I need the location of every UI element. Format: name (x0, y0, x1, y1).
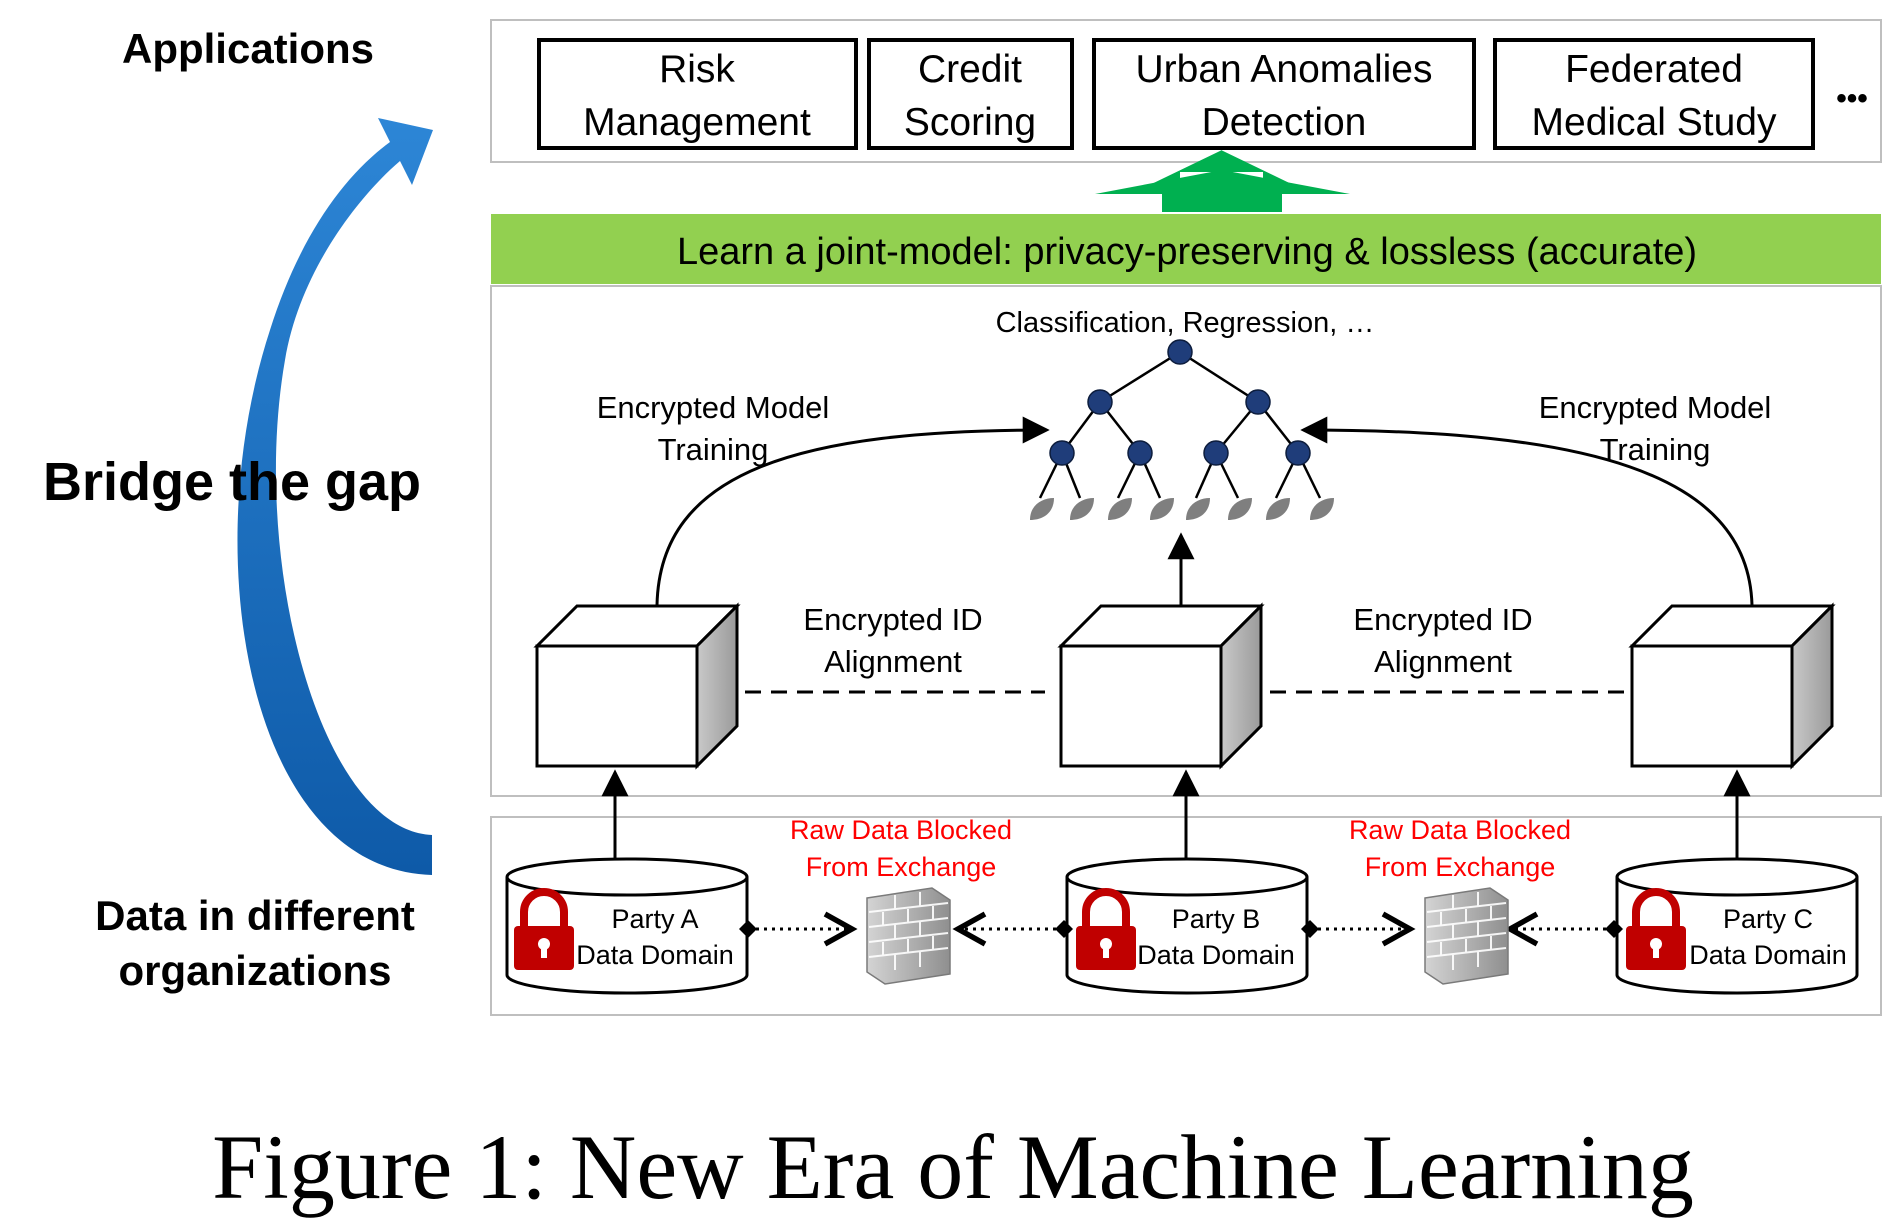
party-c-model-box (1628, 602, 1836, 770)
svg-text:Medical Study: Medical Study (1532, 101, 1777, 144)
blocked-label-left: Raw Data Blocked From Exchange (790, 815, 1012, 882)
leaf-icon (1070, 498, 1094, 520)
party-c-label: Party C Data Domain (1689, 904, 1847, 970)
leaf-icon (1228, 498, 1252, 520)
training-arrow-right (1300, 416, 1754, 606)
svg-text:Encrypted ID: Encrypted ID (1353, 602, 1532, 637)
svg-text:Alignment: Alignment (824, 644, 962, 679)
svg-text:Raw Data Blocked: Raw Data Blocked (1349, 815, 1571, 845)
tree-node (1087, 389, 1113, 415)
tree-node (1245, 389, 1271, 415)
tree-node (1127, 440, 1153, 466)
svg-text:Scoring: Scoring (904, 101, 1036, 144)
alignment-label-left: Encrypted ID Alignment (803, 602, 982, 679)
svg-text:From Exchange: From Exchange (1365, 852, 1556, 882)
training-arrow-left (655, 416, 1050, 606)
party-b-label: Party B Data Domain (1137, 904, 1295, 970)
party-b-model-box (1057, 602, 1265, 770)
svg-text:Data Domain: Data Domain (1689, 940, 1847, 970)
joint-model-banner-text: Learn a joint-model: privacy-preserving … (677, 231, 1697, 273)
lock-icon (1626, 888, 1686, 970)
svg-text:Urban Anomalies: Urban Anomalies (1136, 48, 1433, 91)
svg-text:Data Domain: Data Domain (576, 940, 734, 970)
party-a-label: Party A Data Domain (576, 904, 734, 970)
tree-node-root (1167, 339, 1193, 365)
applications-label: Applications (122, 25, 374, 72)
svg-text:Risk: Risk (659, 48, 735, 91)
tree-node (1285, 440, 1311, 466)
figure-caption: Figure 1: New Era of Machine Learning (212, 1116, 1694, 1218)
svg-text:Federated: Federated (1565, 48, 1743, 91)
svg-text:Party A: Party A (611, 904, 698, 934)
tree-node (1203, 440, 1229, 466)
tree-node (1049, 440, 1075, 466)
firewall-icon (1424, 887, 1509, 985)
svg-text:Data Domain: Data Domain (1137, 940, 1295, 970)
leaf-icon (1186, 498, 1210, 520)
svg-text:Training: Training (1600, 432, 1711, 467)
joint-model-banner (491, 214, 1881, 284)
svg-text:Encrypted Model: Encrypted Model (597, 390, 830, 425)
svg-text:Training: Training (658, 432, 769, 467)
svg-text:Credit: Credit (918, 48, 1022, 91)
data-organizations-label-line1: Data in different (95, 892, 415, 939)
svg-text:Party C: Party C (1723, 904, 1813, 934)
svg-text:Alignment: Alignment (1374, 644, 1512, 679)
leaf-icon (1150, 498, 1174, 520)
lock-icon (514, 888, 574, 970)
application-box-credit: Credit Scoring (867, 38, 1074, 150)
application-box-risk: Risk Management (537, 38, 858, 150)
leaf-icon (1108, 498, 1132, 520)
data-organizations-label-line2: organizations (118, 947, 391, 994)
leaf-icon (1030, 498, 1054, 520)
alignment-label-right: Encrypted ID Alignment (1353, 602, 1532, 679)
svg-text:Raw Data Blocked: Raw Data Blocked (790, 815, 1012, 845)
bridge-gap-label: Bridge the gap (43, 452, 421, 512)
firewall-icon (866, 887, 951, 985)
application-box-medical: Federated Medical Study (1493, 38, 1815, 150)
leaf-icon (1266, 498, 1290, 520)
svg-text:Detection: Detection (1202, 101, 1367, 144)
party-a-model-box (533, 602, 741, 770)
svg-text:Encrypted Model: Encrypted Model (1539, 390, 1772, 425)
svg-text:From Exchange: From Exchange (806, 852, 997, 882)
svg-text:Management: Management (583, 101, 811, 144)
svg-text:Encrypted ID: Encrypted ID (803, 602, 982, 637)
training-label-left: Encrypted Model Training (597, 390, 830, 467)
bridge-curved-arrow (237, 118, 433, 875)
more-applications-indicator: ••• (1836, 82, 1868, 115)
lock-icon (1076, 888, 1136, 970)
model-caption: Classification, Regression, … (996, 307, 1375, 339)
application-box-urban: Urban Anomalies Detection (1092, 38, 1476, 150)
training-label-right: Encrypted Model Training (1539, 390, 1772, 467)
blocked-label-right: Raw Data Blocked From Exchange (1349, 815, 1571, 882)
leaf-icon (1310, 498, 1334, 520)
svg-text:Party B: Party B (1172, 904, 1261, 934)
